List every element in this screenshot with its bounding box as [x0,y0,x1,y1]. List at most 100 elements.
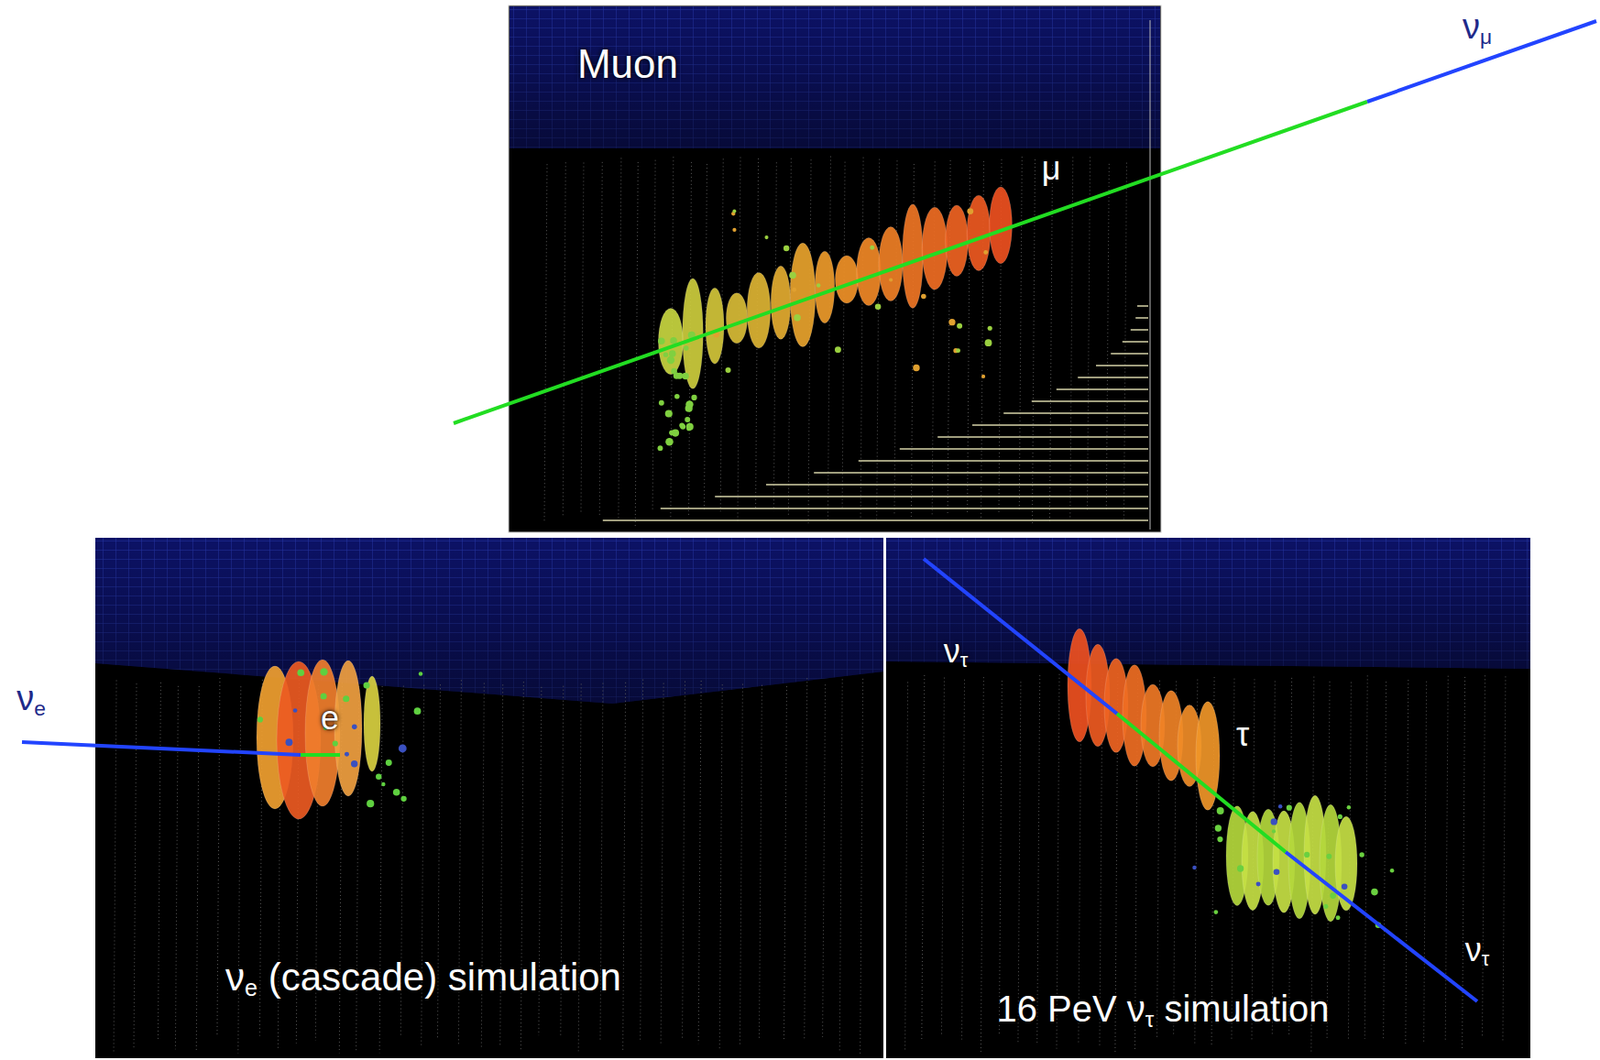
hit-dom-dot [285,738,294,746]
hit-dom-dot [1326,854,1332,860]
timing-bar [1122,340,1149,343]
particle-label: νe [16,679,46,721]
tau-track [1117,713,1286,853]
hit-dom-blob [657,307,683,374]
timing-bar [766,483,1149,486]
hit-dom-dot [1237,865,1244,872]
particle-label: ντ [943,632,969,673]
hit-dom-dot [793,314,800,321]
hit-doms [256,186,1394,929]
timing-bar [1135,317,1149,319]
detector-string [758,685,762,1040]
hit-dom-dot [686,426,691,431]
hit-dom-dot [679,423,685,429]
detector-string [1445,676,1448,1042]
hit-dom-dot [1192,865,1196,870]
detector-string [719,684,723,1049]
detector-string [562,162,566,517]
detector-string [1364,675,1368,1040]
hit-dom-blob [770,265,790,340]
detector-string [698,680,702,1044]
detector-string [921,675,925,1042]
hit-dom-dot [670,368,678,375]
timing-bar [602,519,1149,522]
detector-string [860,157,864,520]
detector-string [1070,156,1074,518]
muon-panel-ground [508,5,1162,533]
hit-dom-dot [1390,868,1395,874]
hit-dom-dot [657,337,666,345]
hit-dom-dot [663,351,669,357]
hit-dom-dot [1358,852,1364,857]
detector-string [1383,681,1387,1040]
ice-surface-band [95,537,884,704]
detector-string [157,682,161,1042]
hit-dom-dot [1214,909,1219,915]
detector-string [739,684,743,1047]
hit-dom-blob [789,242,816,347]
hit-dom-blob [305,659,340,807]
hit-dom-dot [332,740,339,746]
hit-dom-dot [987,326,993,331]
hit-dom-dot [834,346,842,353]
hit-dom-blob [856,238,881,307]
detector-string [1424,681,1427,1044]
hit-dom-dot [1278,804,1283,809]
neutrino-track [923,558,1118,714]
hit-dom-dot [683,345,690,351]
hit-dom-dot [1216,807,1225,815]
particle-label: μ [1041,149,1062,187]
hit-dom-dot [685,400,693,408]
hit-dom-blob [1335,816,1358,911]
detector-string [842,162,845,511]
event-panel: 16 PeV ντ simulation [886,537,1531,1059]
detector-string [175,686,178,1050]
detector-string [1087,156,1091,510]
detector-string [1502,676,1506,1042]
hit-dom-dot [375,773,382,779]
detector-strings [113,156,1506,1054]
hit-dom-dot [342,695,350,702]
panel-title: Muon [577,41,679,88]
neutrino-track [1367,21,1597,102]
particle-tracks [21,21,1597,1002]
hit-dom-dot [1370,888,1379,897]
muon-track [453,101,1368,424]
hit-dom-blob [746,272,771,349]
hit-dom-dot [948,318,955,326]
hit-dom-dot [362,682,370,690]
hit-dom-dot [1336,915,1341,921]
hit-dom-dot [1271,818,1278,825]
hit-dom-dot [1273,868,1281,876]
hit-dom-dot [764,235,768,240]
detector-string [827,156,831,521]
timing-bar [858,460,1149,462]
cascade-panel-ground [95,537,884,1059]
electron-track [300,753,340,757]
detector-string [652,160,656,511]
detector-string [640,679,644,1042]
hit-dom-dot [732,228,736,232]
detector-string [783,686,787,1042]
tau-panel-ground [886,537,1531,1059]
hit-dom-blob [945,205,969,276]
hit-dom-blob [966,195,991,271]
detector-string [1106,164,1109,511]
hit-dom-dot [888,277,893,282]
detector-string [599,162,603,516]
timing-bar [899,448,1149,450]
hit-dom-dot [789,272,797,280]
hit-dom-dot [1341,884,1348,891]
hit-dom-dot [418,671,424,677]
hit-dom-dot [350,760,358,768]
scale-axis [1150,20,1151,530]
ice-surface-band [886,537,1531,669]
particle-label: τ [1236,715,1250,754]
hit-dom-dot [791,287,797,293]
neutrino-track [1285,852,1478,1002]
detector-string [822,684,826,1038]
hit-dom-blob [363,676,381,772]
timing-bar [1095,364,1149,367]
timing-bar [1077,376,1149,379]
